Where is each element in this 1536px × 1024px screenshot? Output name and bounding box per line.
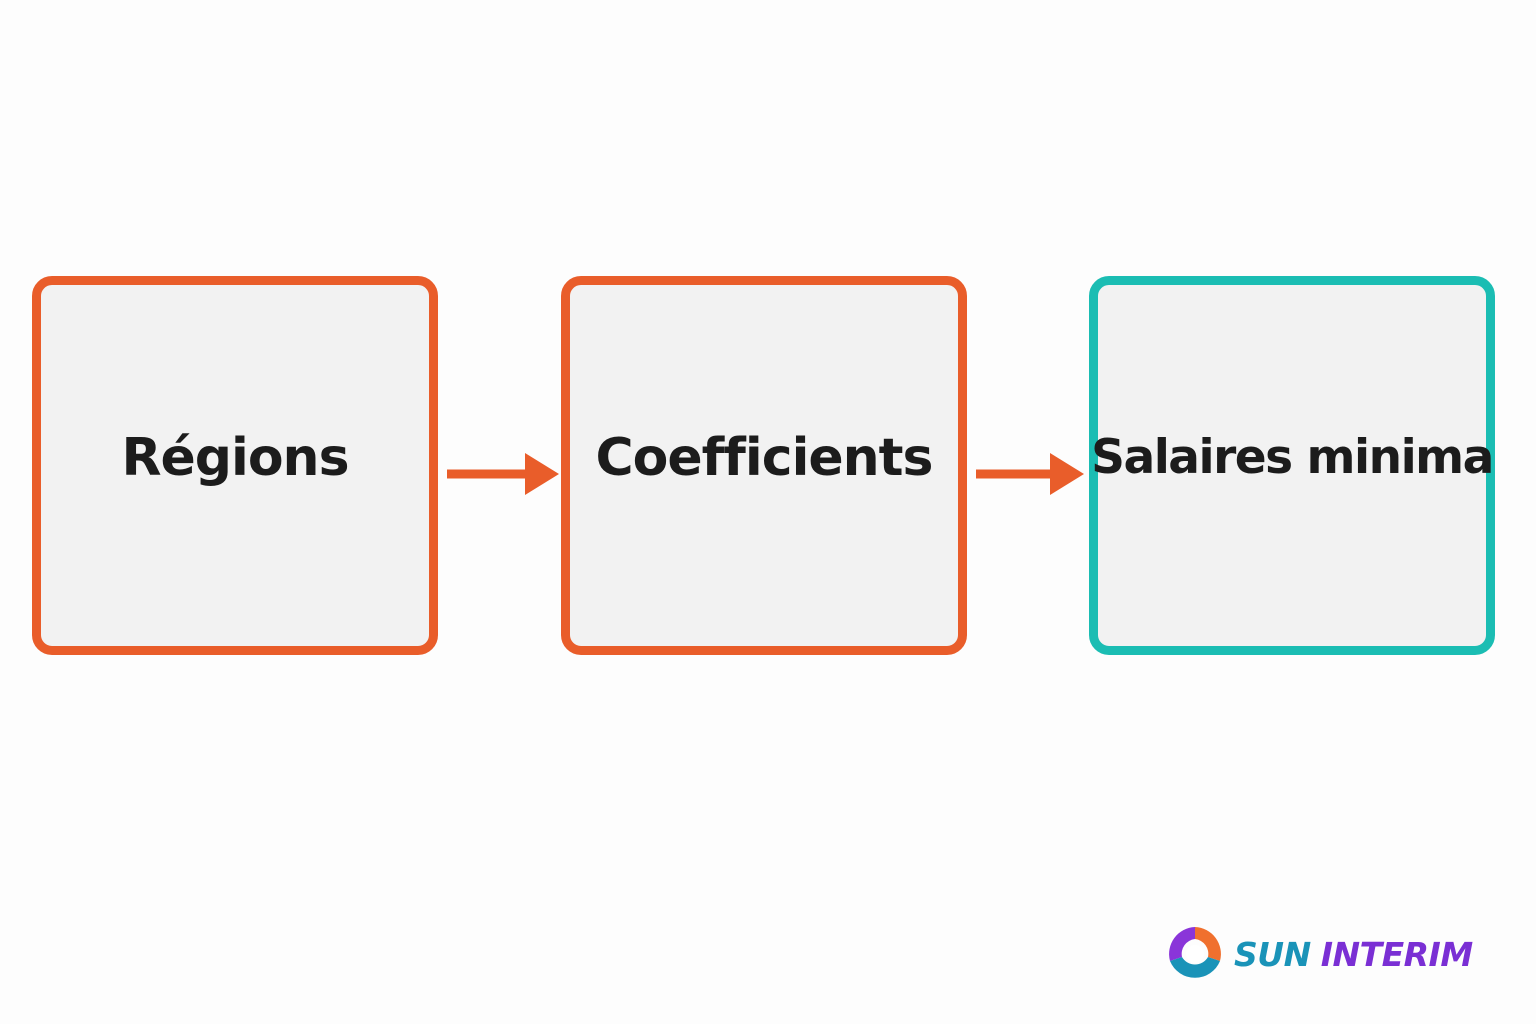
- node-regions-label: Régions: [121, 427, 349, 488]
- logo-word-sun: SUN: [1234, 934, 1311, 974]
- node-salaires-minima-label: Salaires minima: [1091, 430, 1494, 485]
- node-coefficients-label: Coefficients: [595, 427, 934, 488]
- arrow-head: [1050, 453, 1084, 495]
- arrow-regions-to-coefficients: [447, 453, 559, 495]
- arrow-coefficients-to-salaires: [976, 453, 1084, 495]
- arrow-head: [525, 453, 559, 495]
- logo-word-interim: INTERIM: [1320, 934, 1473, 974]
- node-regions: Régions: [32, 276, 438, 655]
- node-salaires-minima: Salaires minima: [1089, 276, 1495, 655]
- node-coefficients: Coefficients: [561, 276, 967, 655]
- sun-interim-logo-mark-icon: [1169, 927, 1221, 978]
